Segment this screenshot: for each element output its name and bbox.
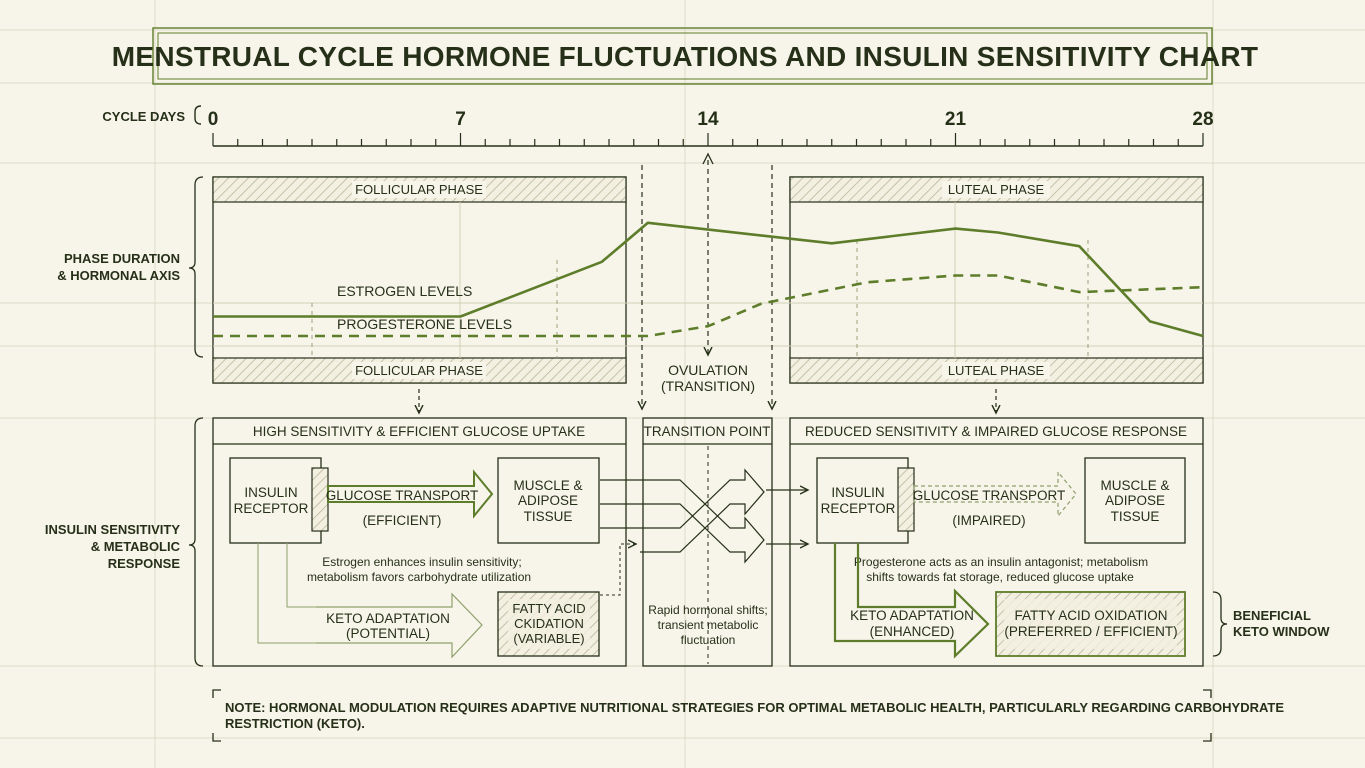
axis-label: CYCLE DAYS (102, 109, 185, 124)
ovulation-label-line1: OVULATION (668, 362, 748, 378)
middle-desc-line1: Rapid hormonal shifts; (648, 603, 767, 617)
left-panel-header: HIGH SENSITIVITY & EFFICIENT GLUCOSE UPT… (253, 424, 585, 439)
axis-tick-labels: 0 7 14 21 28 (208, 109, 1214, 130)
axis-tick-label: 7 (455, 109, 466, 130)
right-tissue-line1: MUSCLE & (1100, 478, 1169, 493)
estrogen-series-line (213, 221, 1204, 338)
left-receptor-line2: RECEPTOR (234, 501, 309, 516)
left-transport-line2: (EFFICIENT) (363, 513, 442, 528)
axis-tick-label: 21 (945, 109, 967, 130)
right-desc-line1: Progesterone acts as an insulin antagoni… (854, 555, 1148, 569)
note-frame-corners (212, 689, 1212, 742)
left-keto-arrow (316, 592, 483, 659)
left-tissue-line1: MUSCLE & (513, 478, 582, 493)
right-tissue-line2: ADIPOSE (1105, 493, 1165, 508)
chart-inner-grid (213, 202, 1203, 358)
left-to-middle-dashed-connector (600, 544, 636, 596)
right-keto-line1: KETO ADAPTATION (850, 608, 974, 623)
axis-tick-label: 0 (208, 109, 219, 130)
keto-window-label-line1: BENEFICIAL (1233, 608, 1311, 623)
page-title: MENSTRUAL CYCLE HORMONE FLUCTUATIONS AND… (112, 41, 1259, 72)
ovulation-guides (642, 160, 772, 409)
ovulation-up-arrow (702, 152, 714, 165)
hormone-series (213, 221, 1204, 338)
axis-bracket (194, 105, 202, 125)
left-receptor-line1: INSULIN (244, 485, 297, 500)
right-receptor-hatch (897, 467, 915, 532)
luteal-phase-label-top: LUTEAL PHASE (948, 182, 1045, 197)
right-desc-line2: shifts towards fat storage, reduced gluc… (866, 570, 1134, 584)
right-tissue-box (1084, 457, 1186, 544)
axis-tick-label: 14 (697, 109, 719, 130)
insulin-label-line2: & METABOLIC (91, 539, 181, 554)
right-receptor-line1: INSULIN (831, 485, 884, 500)
left-tissue-box (497, 457, 600, 544)
insulin-label-line3: RESPONSE (108, 556, 181, 571)
ovulation-label-line2: (TRANSITION) (661, 378, 755, 394)
right-panel-header: REDUCED SENSITIVITY & IMPAIRED GLUCOSE R… (805, 424, 1187, 439)
crossing-arrows (600, 468, 765, 564)
progesterone-label: PROGESTERONE LEVELS (337, 316, 512, 332)
note-line1: NOTE: HORMONAL MODULATION REQUIRES ADAPT… (225, 700, 1284, 715)
middle-panel-header: TRANSITION POINT (644, 424, 771, 439)
keto-window-bracket (1212, 591, 1228, 657)
luteal-phase-label-bottom: LUTEAL PHASE (948, 363, 1045, 378)
left-fat-line1: FATTY ACID (512, 601, 585, 616)
insulin-label-line1: INSULIN SENSITIVITY (45, 522, 180, 537)
middle-desc-line3: fluctuation (681, 633, 736, 647)
left-tissue-line3: TISSUE (524, 509, 573, 524)
axis-ticks (212, 133, 1204, 146)
middle-desc-line2: transient metabolic (658, 618, 759, 632)
left-tissue-line2: ADIPOSE (518, 493, 578, 508)
right-transport-line2: (IMPAIRED) (952, 513, 1025, 528)
title-frame (152, 27, 1213, 85)
left-glucose-transport-arrow (327, 469, 494, 519)
left-keto-line1: KETO ADAPTATION (326, 611, 450, 626)
left-desc-line2: metabolism favors carbohydrate utilizati… (307, 570, 531, 584)
progesterone-series-line (213, 274, 1204, 338)
right-receptor-line2: RECEPTOR (821, 501, 896, 516)
hormonal-axis-label-line1: PHASE DURATION (64, 251, 180, 266)
hormonal-axis-label-line2: & HORMONAL AXIS (57, 268, 180, 283)
right-keto-line2: (ENHANCED) (870, 624, 955, 639)
left-fat-line2: CKIDATION (514, 616, 584, 631)
right-keto-arrow (833, 543, 990, 659)
right-fat-line1: FATTY ACID OXIDATION (1014, 608, 1167, 623)
left-desc-line1: Estrogen enhances insulin sensitivity; (322, 555, 521, 569)
right-fat-line2: (PREFERRED / EFFICIENT) (1004, 624, 1177, 639)
left-fat-line3: (VARIABLE) (513, 631, 584, 646)
keto-window-label-line2: KETO WINDOW (1233, 624, 1330, 639)
right-tissue-line3: TISSUE (1111, 509, 1160, 524)
estrogen-label: ESTROGEN LEVELS (337, 283, 472, 299)
follicular-phase-label-bottom: FOLLICULAR PHASE (355, 363, 483, 378)
note-line2: RESTRICTION (KETO). (225, 716, 365, 731)
chart-inner-dashed-grid (311, 240, 1089, 358)
panel-frames (212, 417, 1204, 667)
hormonal-bracket (188, 176, 204, 358)
left-keto-line2: (POTENTIAL) (346, 626, 430, 641)
left-transport-line1: GLUCOSE TRANSPORT (326, 488, 479, 503)
axis-tick-label: 28 (1192, 109, 1213, 130)
follicular-phase-label-top: FOLLICULAR PHASE (355, 182, 483, 197)
insulin-bracket (188, 417, 204, 667)
right-transport-line1: GLUCOSE TRANSPORT (913, 488, 1066, 503)
